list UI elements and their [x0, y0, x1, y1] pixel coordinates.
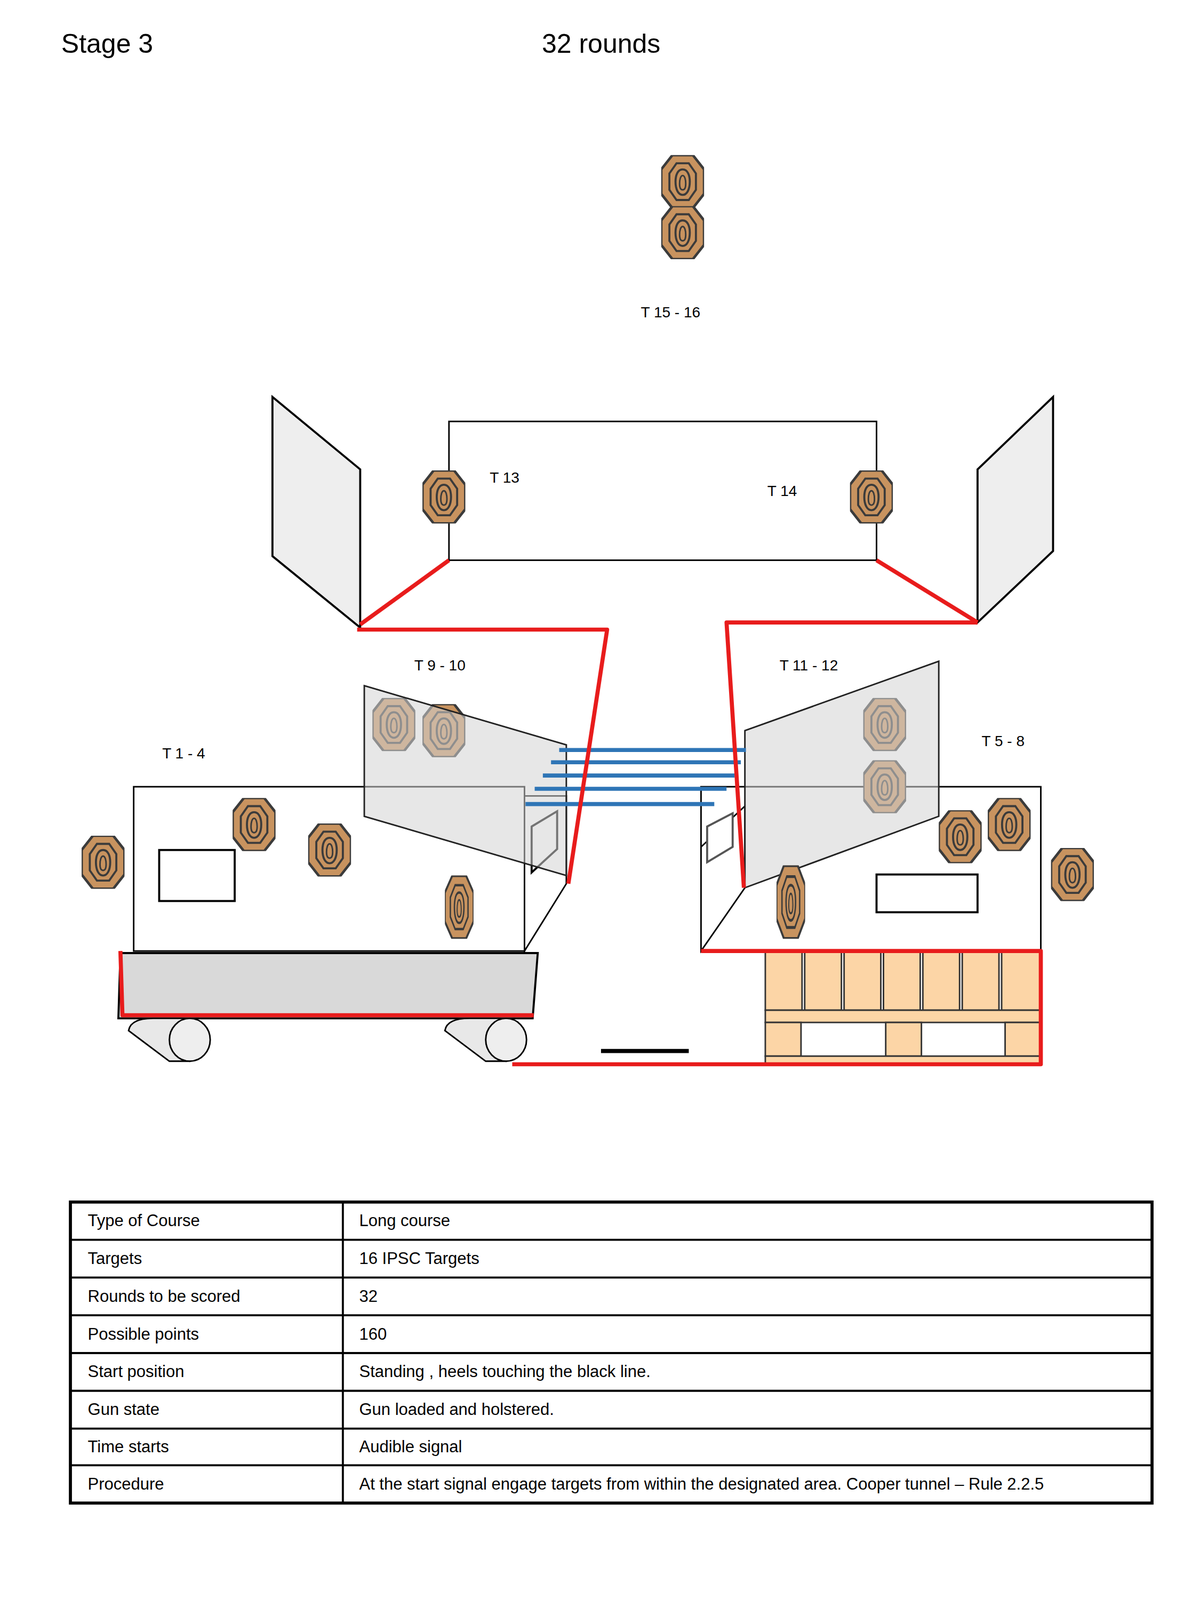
- table-border: [70, 1202, 1152, 1503]
- table-cell: Gun loaded and holstered.: [358, 1392, 554, 1428]
- table-cell: At the start signal engage targets from …: [358, 1466, 1044, 1502]
- fault-line: [726, 622, 978, 888]
- table-cell: 160: [358, 1316, 387, 1352]
- angled-wall: [745, 661, 940, 888]
- ipsc-target: [661, 205, 704, 259]
- ipsc-target: [776, 865, 806, 939]
- ipsc-target: [308, 823, 351, 877]
- wing-wall: [977, 396, 1054, 623]
- table-cell: Rounds to be scored: [88, 1278, 241, 1315]
- pallet-block: [765, 1022, 802, 1056]
- fault-line: [120, 950, 534, 1016]
- fault-line: [512, 950, 1041, 1064]
- pallet: [765, 950, 1042, 1064]
- cooper-tunnel: [525, 749, 746, 804]
- pallet-board: [922, 950, 960, 1011]
- back-wall: [449, 421, 877, 560]
- table-cell: Time starts: [88, 1429, 170, 1465]
- table-cell: Standing , heels touching the black line…: [358, 1354, 651, 1390]
- ipsc-target: [1051, 848, 1094, 901]
- table-cell: Audible signal: [358, 1429, 462, 1465]
- tunnel-bar: [550, 760, 741, 765]
- ipsc-target: [850, 470, 893, 524]
- round-count: 32 rounds: [541, 28, 661, 60]
- back-wall: T 13 T 14: [449, 421, 877, 560]
- target-label: T 5 - 8: [981, 732, 1025, 750]
- table-rule: [70, 1464, 1152, 1467]
- pallet-board: [804, 950, 842, 1011]
- table-rule: [70, 1352, 1152, 1355]
- front-window: [876, 874, 978, 913]
- target-label: T 11 - 12: [779, 657, 838, 675]
- stage-title: Stage 3: [61, 28, 154, 60]
- table-cell: Gun state: [88, 1392, 160, 1428]
- ipsc-target: [81, 835, 125, 889]
- table-cell: 32: [358, 1278, 378, 1315]
- table-cell: Type of Course: [88, 1203, 200, 1239]
- ipsc-target: [661, 155, 704, 208]
- wheel: [485, 1018, 527, 1061]
- ipsc-target: [232, 797, 276, 851]
- ipsc-target: [938, 810, 982, 863]
- cart: [118, 953, 538, 1019]
- table-cell: Start position: [88, 1354, 185, 1390]
- fault-line: [120, 560, 1042, 1064]
- target-label: T 1 - 4: [162, 745, 205, 763]
- target-label: T 15 - 16: [641, 304, 701, 322]
- table-cell: Long course: [358, 1203, 451, 1239]
- table-cell: Procedure: [88, 1466, 165, 1502]
- fault-line: [360, 560, 449, 625]
- table-rule: [70, 1389, 1152, 1392]
- front-window: [158, 850, 235, 902]
- table-rule: [70, 1314, 1152, 1317]
- ipsc-target: [444, 875, 474, 940]
- pallet-board: [844, 950, 882, 1011]
- tunnel-bar: [542, 773, 735, 778]
- angled-wall: [364, 685, 567, 876]
- pallet-block: [1005, 1022, 1042, 1056]
- tunnel-bar: [525, 802, 715, 807]
- table-cell: Possible points: [88, 1316, 200, 1352]
- side-window: [707, 813, 733, 863]
- pallet-board: [962, 950, 999, 1011]
- table-rule: [341, 1202, 344, 1503]
- target-label: T 14: [767, 482, 798, 500]
- fault-line: [357, 629, 608, 884]
- ipsc-target: [422, 470, 466, 524]
- table-rule: [70, 1276, 1152, 1279]
- wheel: [169, 1018, 211, 1061]
- start-line: [601, 1049, 690, 1054]
- target-label: T 13: [489, 469, 520, 487]
- table-rule: [70, 1238, 1152, 1242]
- pallet-block: [885, 1022, 922, 1056]
- pallet-board: [765, 950, 803, 1011]
- table-rule: [70, 1427, 1152, 1430]
- fault-line: [876, 560, 978, 623]
- wing-wall: [272, 396, 361, 628]
- table-cell: 16 IPSC Targets: [358, 1241, 479, 1277]
- pallet-board: [1001, 950, 1041, 1011]
- info-table: [70, 1202, 1152, 1503]
- ipsc-target: [987, 797, 1031, 851]
- tunnel-bar: [534, 786, 727, 791]
- pallet-board: [883, 950, 921, 1011]
- table-cell: Targets: [88, 1241, 143, 1277]
- target-label: T 9 - 10: [414, 657, 466, 675]
- pallet-stringer: [765, 1010, 1042, 1023]
